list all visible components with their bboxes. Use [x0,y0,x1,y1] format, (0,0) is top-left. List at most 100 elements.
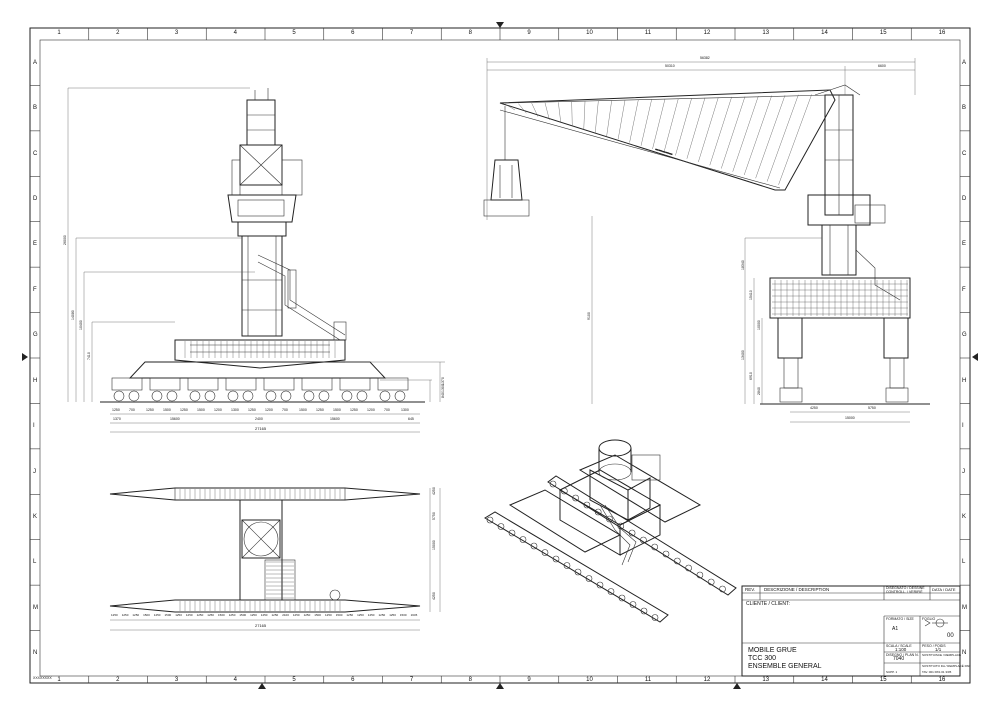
front-dim-right: 1300 [441,384,445,392]
title-block [741,585,961,677]
front-dim-upper: 700 [129,408,135,412]
isometric-view [484,439,737,623]
scale-label: SCALA / SCALE [886,644,912,648]
grid-row-left: K [33,514,38,520]
grid-col-top: 5 [292,30,296,36]
plan-dim-row: 1250 [250,613,257,617]
grid-row-right: F [962,286,966,293]
title-line-2: TCC 300 [748,655,777,662]
grid-row-left: B [33,105,38,112]
front-dim-upper: 1500 [299,408,307,412]
side-dim-left: 9100 [587,312,591,320]
side-dim-outreach: 50310 [665,64,675,68]
plan-dim-right: 4250 [432,592,436,600]
plan-dim-row: 1500 [143,613,150,617]
plan-dim-row: 1500 [314,613,321,617]
plan-dim-row: 1250 [153,613,161,617]
grid-row-right: E [962,241,967,248]
drawing-title: MOBILE GRUE TCC 300 ENSEMBLE GENERAL [748,647,822,671]
front-dim-left: 10400 [79,320,83,330]
side-dim-a: 4250 [810,406,818,410]
date-header: DATA / DATE [932,587,956,592]
grid-col-bottom: 7 [409,677,414,683]
grid-col-top: 16 [938,30,946,36]
front-dim-upper: 1500 [163,408,171,412]
front-dim-upper: 1200 [367,408,375,412]
footer-ref: TAV. 001 PAS 01 3/05 [922,670,952,674]
grid-col-top: 9 [527,30,531,36]
grid-col-bottom: 6 [351,677,355,683]
grid-col-top: 12 [703,30,711,36]
plan-dim-row: 1250 [207,613,214,617]
checked-header: CONTROLL. / VERIFIÉ [886,590,923,594]
front-dim-upper: 700 [384,408,390,412]
plan-dim-total: 27165 [255,623,267,628]
plan-dim-row: 1250 [121,613,129,617]
side-dim-right: 13400 [741,350,745,360]
format-label: FORMATO / SIZE [886,617,914,621]
plan-view [109,487,441,631]
front-dim-total: 27165 [255,426,267,431]
side-dim-right: 18340 [741,260,745,270]
front-dim-upper: 1300 [401,408,409,412]
sheet-label: FOGLIO [922,617,936,621]
sheet-frame [22,22,978,689]
grid-row-right: A [962,59,967,66]
grid-col-bottom: 9 [527,677,531,683]
side-dim-right: 10000 [757,320,761,330]
scale-value: 1:100 [895,647,907,652]
grid-col-bottom: 4 [233,677,237,683]
grid-col-top: 13 [762,30,770,36]
front-dim-upper: 1500 [333,408,341,412]
plan-dim-row: 1250 [378,613,386,617]
plan-dim-row: 1250 [196,613,204,617]
side-dim-right: 2840 [757,387,761,395]
grid-row-right: M [962,604,967,611]
drawn-header: DISEGNATO / DESSINÉ [886,586,925,590]
plan-dim-row: 1250 [303,613,311,617]
grid-row-left: F [33,286,37,293]
replaced-by-label: SOSTITUITO DA / REMPLACÉ PAR [922,664,971,668]
grid-row-left: H [33,377,38,384]
side-dim-right: 6910 [749,372,753,380]
footer-ref2: SUPP. 1 [886,670,898,674]
rev-header: REV. [745,587,756,592]
grid-col-bottom: 12 [703,677,711,683]
front-dim-mid: 15600 [170,417,180,421]
grid-row-right: L [962,559,966,566]
grid-row-left: J [33,468,36,475]
grid-row-right: N [962,650,967,657]
front-dim-upper: 1300 [231,408,239,412]
replaces-label: SOSTITUISCE / REMPLACE [922,653,962,657]
plan-dim-row: 1250 [346,613,354,617]
grid-row-right: I [962,423,964,430]
plan-dim-row: 1250 [292,613,300,617]
front-dim-upper: 1250 [316,408,324,412]
plan-dim-row: 1500 [399,613,407,617]
grid-col-bottom: 10 [586,677,593,683]
grid-col-bottom: 5 [292,677,296,683]
plan-dim-row: 1250 [325,613,332,617]
front-dim-upper: 1250 [146,408,154,412]
plan-dim-row: 1250 [185,613,193,617]
front-dim-left: 14080 [71,310,75,320]
grid-col-top: 1 [57,30,61,36]
grid-col-bottom: 3 [174,677,179,683]
grid-col-bottom: 16 [938,677,946,683]
front-dim-mid: 645 [408,417,414,421]
grid-row-left: L [33,559,37,566]
grid-col-top: 11 [644,30,652,36]
grid-col-top: 15 [879,30,887,36]
front-dim-mid: 2400 [255,417,263,421]
plan-dim-row: 1250 [228,613,236,617]
plan-dim-row: 1500 [164,613,172,617]
revision-value: 00 [947,633,954,639]
side-dim-b: 5750 [868,406,876,410]
plan-dim-row: 1250 [260,613,268,617]
side-dim-total: 15000 [845,416,855,420]
side-dim-tail: 6600 [878,64,886,68]
plan-dim-row: 2100 [282,613,289,617]
grid-row-right: J [962,468,965,475]
grid-col-top: 2 [116,30,120,36]
plan-dim-row: 1250 [367,613,375,617]
